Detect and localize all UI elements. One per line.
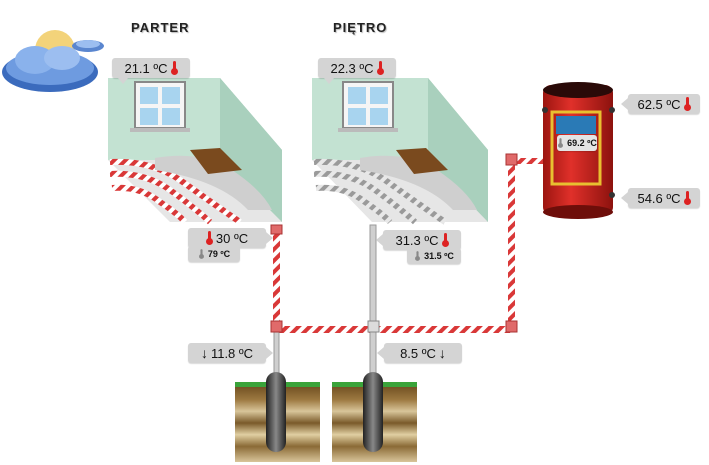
- thermometer-icon: [558, 138, 564, 148]
- floor-temp-pietro: 31.3 ºC: [376, 230, 461, 250]
- ground-probe-right: [332, 372, 417, 462]
- thermometer-icon: [683, 97, 691, 111]
- room-parter: [108, 78, 282, 225]
- thermometer-icon: [441, 233, 449, 247]
- down-arrow-icon: ↓: [438, 345, 446, 361]
- room-temp-parter: 21.1 ºC: [112, 58, 190, 84]
- thermometer-icon: [198, 249, 204, 259]
- window-icon: [338, 81, 398, 132]
- ground-temp-right: 8.5 ºC ↓: [377, 343, 462, 363]
- room-temp-pietro: 22.3 ºC: [318, 58, 396, 84]
- floor-temp-parter: 30 ºC: [188, 228, 273, 248]
- ground-probe-left: [235, 372, 320, 462]
- room-title-pietro: PIĘTRO: [333, 20, 388, 35]
- ground-temp-left: ↓ 11.8 ºC: [188, 343, 273, 363]
- thermometer-icon: [683, 191, 691, 205]
- return-temp-pietro: 31.5 ºC: [407, 248, 461, 264]
- thermometer-icon: [415, 251, 421, 261]
- thermometer-icon: [376, 61, 384, 75]
- thermometer-icon: [170, 61, 178, 75]
- room-pietro: [312, 78, 488, 225]
- down-arrow-icon: ↓: [200, 345, 208, 361]
- room-title-parter: PARTER: [131, 20, 190, 35]
- weather-cloud-sun-icon: [2, 30, 104, 92]
- tank-top-temp: 62.5 ºC: [621, 94, 700, 114]
- thermometer-icon: [205, 231, 213, 245]
- tank-bottom-temp: 54.6 ºC: [621, 188, 700, 208]
- pipe-network: [270, 153, 544, 377]
- window-icon: [130, 81, 190, 132]
- return-temp-parter: 79 ºC: [188, 246, 240, 262]
- tank-middle-temp: 69.2 ºC: [557, 135, 597, 151]
